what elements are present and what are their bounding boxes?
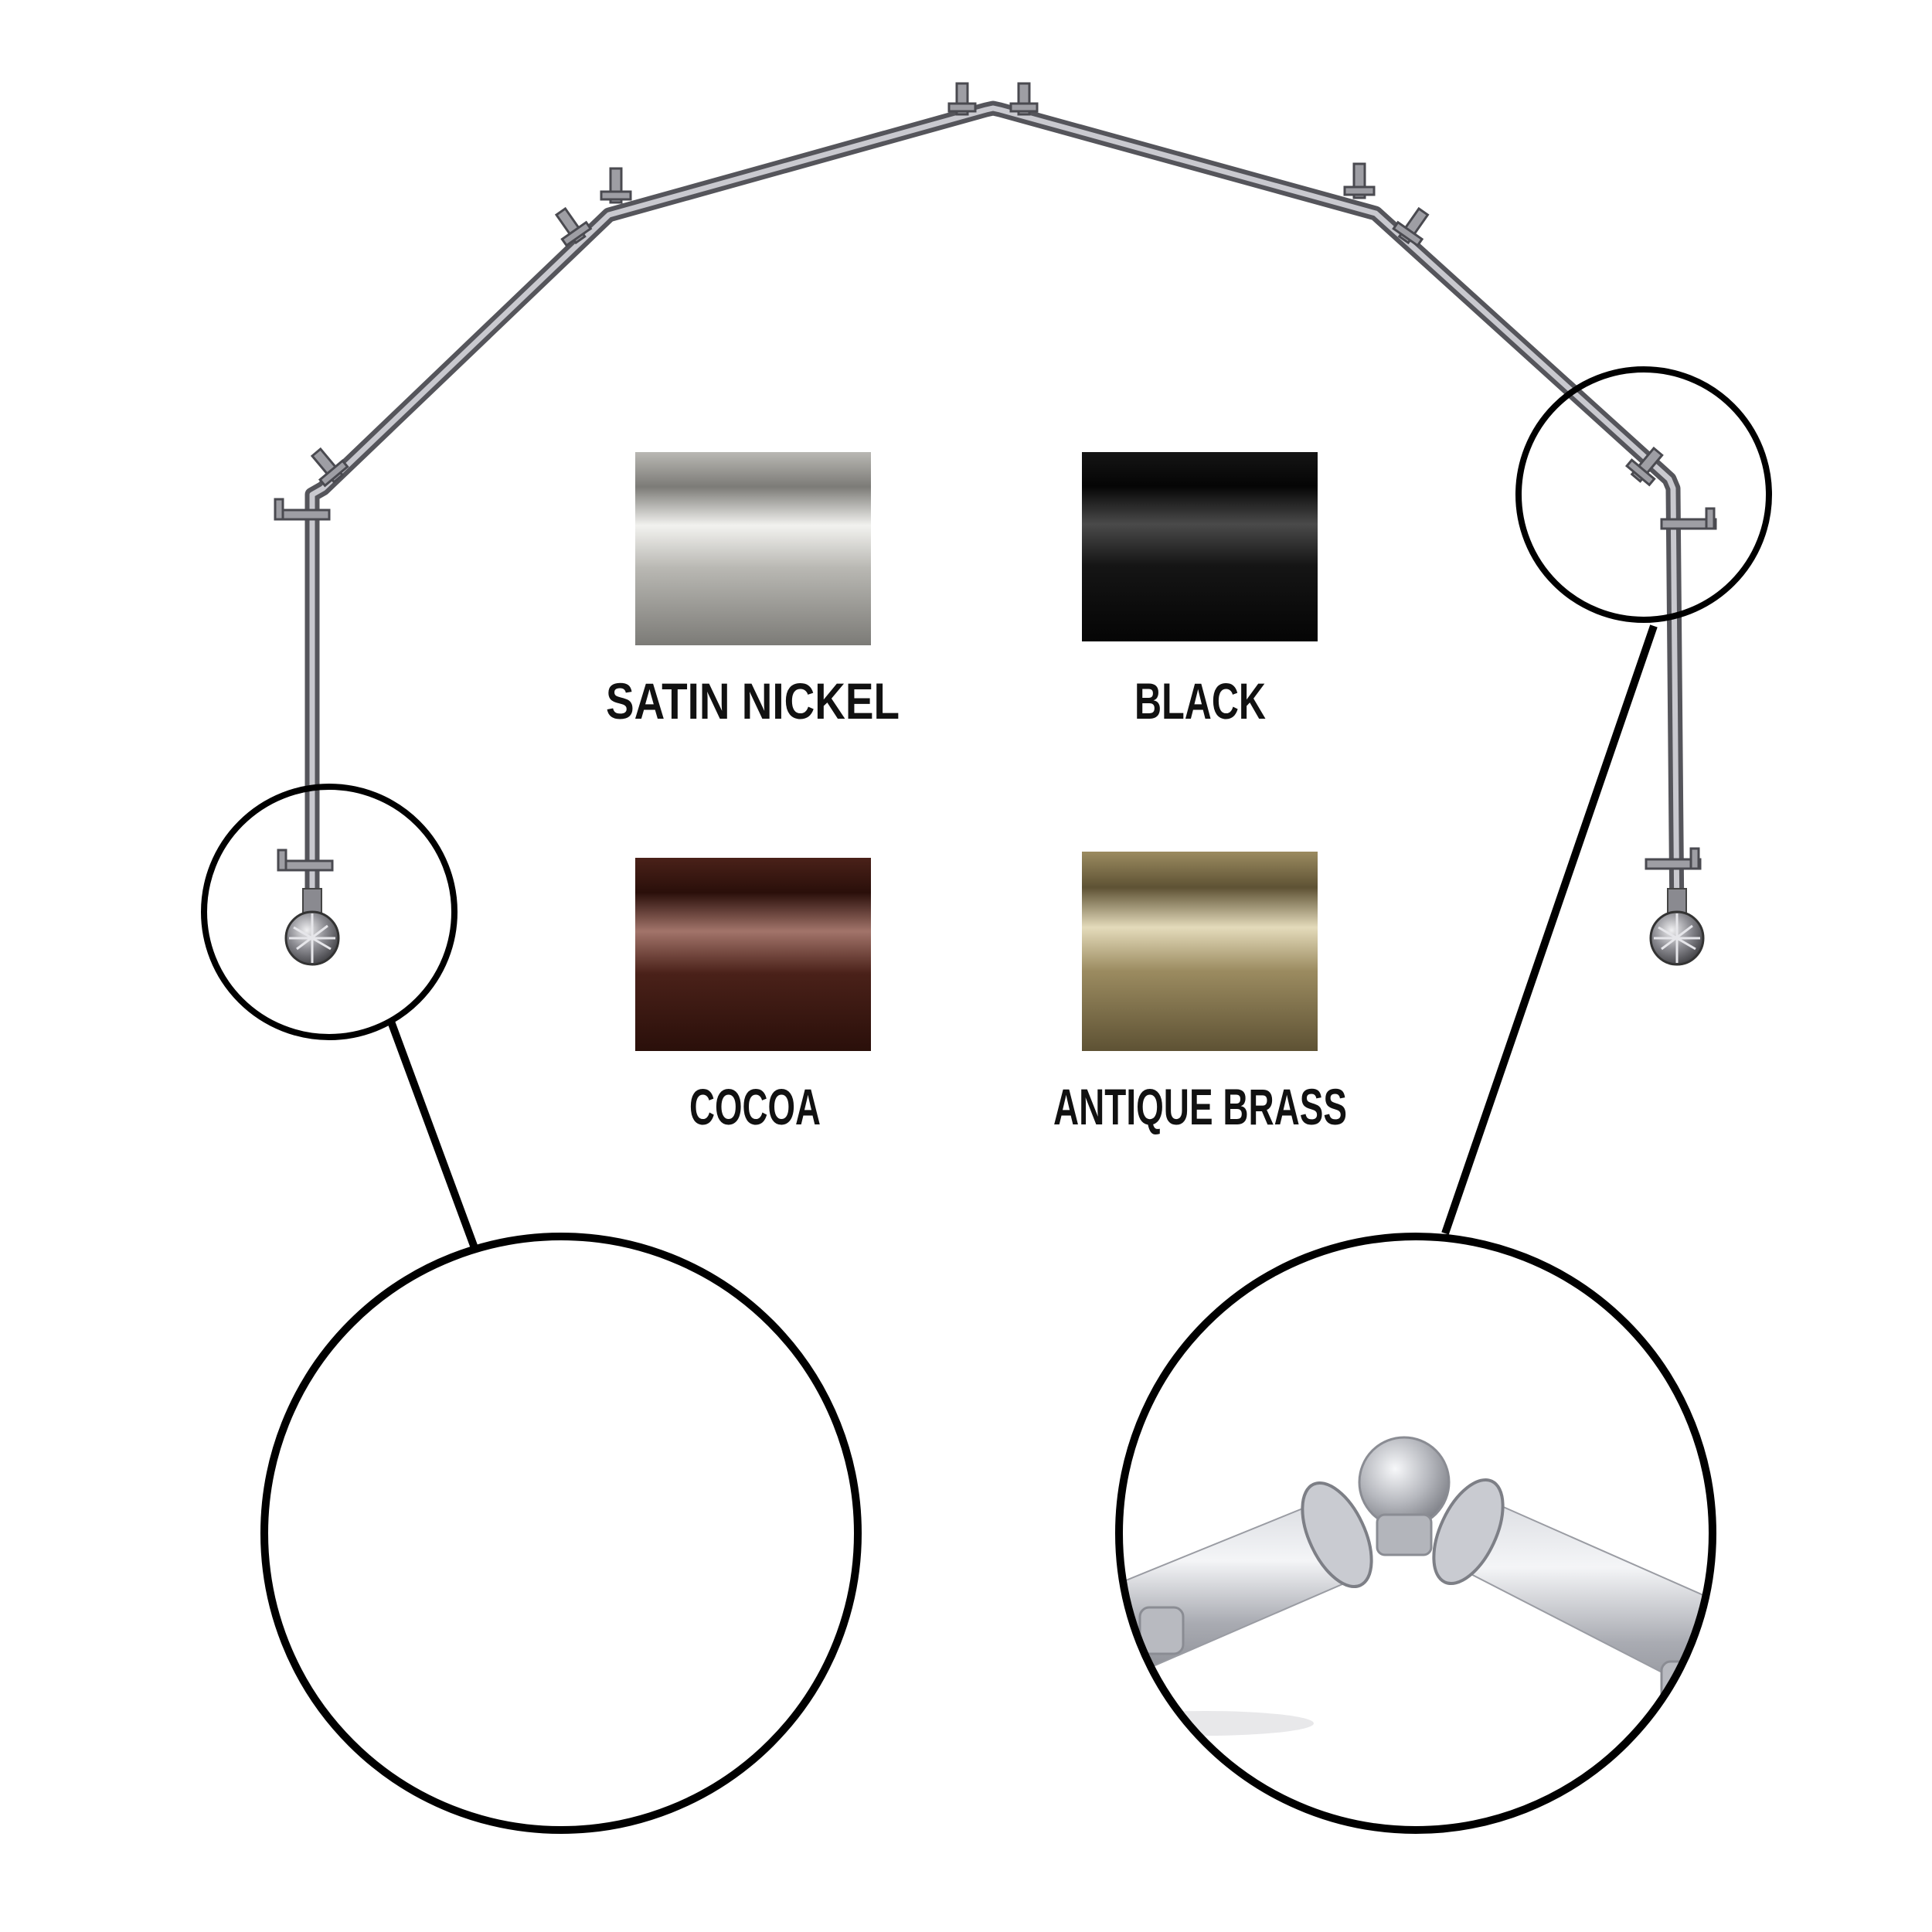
leader-line-left xyxy=(387,1020,480,1253)
rod-outline xyxy=(304,100,1685,931)
elbow-joint-zoom xyxy=(1119,1236,1713,1830)
rod-highlight xyxy=(309,105,1680,927)
callout-large xyxy=(260,1233,1716,1834)
finial-left xyxy=(284,888,340,966)
leader-line-right xyxy=(1441,624,1658,1235)
callout-large-right xyxy=(1115,1233,1716,1834)
finish-swatch-cocoa xyxy=(635,858,871,1051)
bracket xyxy=(600,167,632,204)
bracket xyxy=(1009,82,1039,116)
finish-swatch-satin-nickel xyxy=(635,452,871,645)
bracket xyxy=(277,849,334,872)
finish-swatch-black xyxy=(1082,452,1318,641)
bracket xyxy=(274,498,331,521)
bracket xyxy=(1343,162,1376,199)
curtain-rod-assembly xyxy=(304,100,1685,931)
callouts xyxy=(201,366,1772,1253)
bracket xyxy=(947,82,977,116)
bracket xyxy=(1660,507,1717,530)
finish-swatches: SATIN NICKEL BLACK COCOA ANTIQUE BRASS xyxy=(606,452,1347,1135)
callout-large-left xyxy=(260,1233,862,1834)
bracket xyxy=(554,206,593,247)
rod-brackets xyxy=(274,82,1717,872)
finish-label: COCOA xyxy=(689,1078,821,1135)
bracket xyxy=(1624,446,1664,487)
callout-small-right xyxy=(1515,366,1772,623)
finish-swatch-antique-brass xyxy=(1082,852,1318,1051)
finish-label: SATIN NICKEL xyxy=(606,672,900,730)
callout-small-left xyxy=(201,784,457,1040)
finish-label: BLACK xyxy=(1134,672,1266,730)
finish-label: ANTIQUE BRASS xyxy=(1053,1078,1347,1135)
finial-right xyxy=(1649,888,1705,966)
bracket xyxy=(1645,847,1702,870)
bracket xyxy=(310,447,349,488)
bracket xyxy=(1392,206,1430,247)
